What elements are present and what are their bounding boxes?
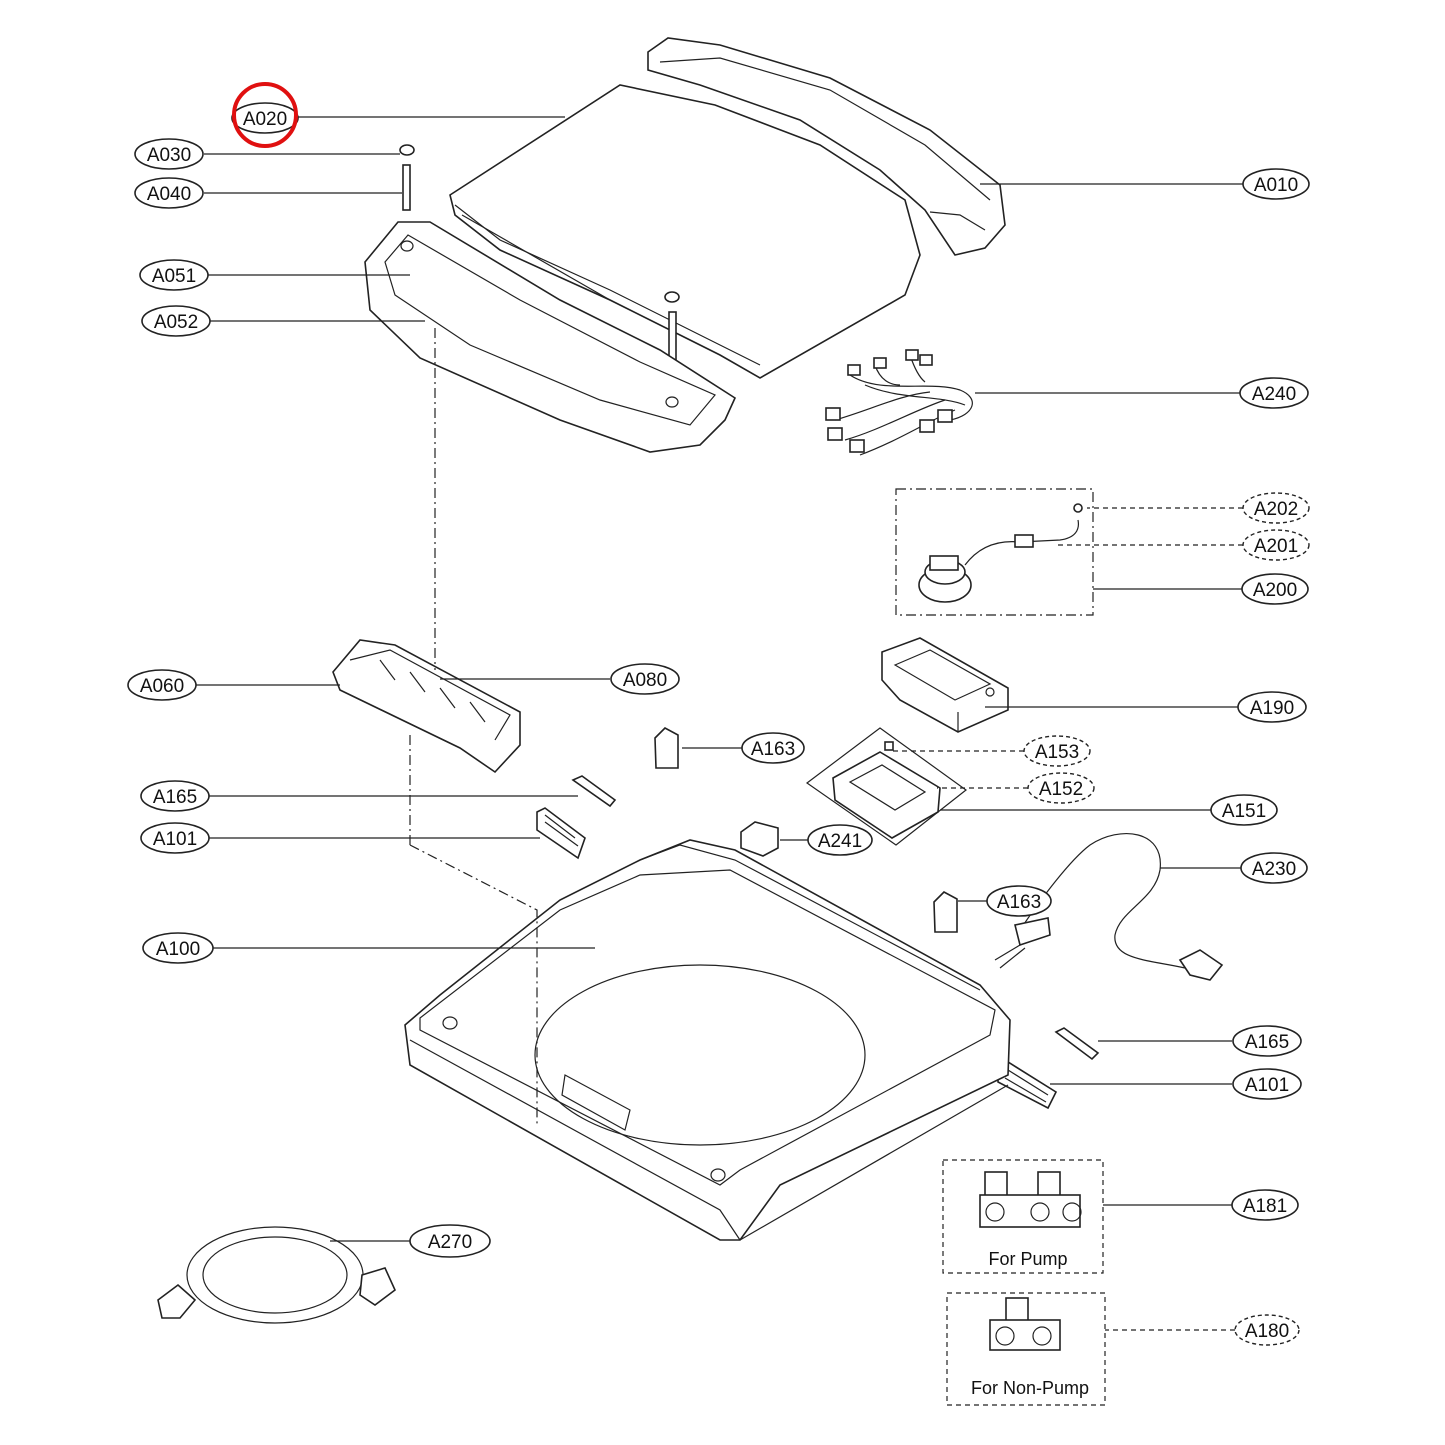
- part-a190-bracket: [881, 637, 1009, 733]
- leader-lines: [196, 116, 1243, 1331]
- label-a020: A020: [243, 109, 287, 130]
- part-a240-wire-harness: [825, 349, 973, 456]
- callout-a201[interactable]: A201: [1242, 529, 1310, 561]
- callout-a181[interactable]: A181: [1231, 1189, 1299, 1221]
- label-a101-left: A101: [153, 829, 197, 850]
- label-a010: A010: [1254, 175, 1298, 196]
- caption-for-pump: For Pump: [988, 1249, 1067, 1269]
- callout-a151[interactable]: A151: [1210, 794, 1278, 826]
- callout-a153[interactable]: A153: [1023, 735, 1091, 767]
- callout-a163-top[interactable]: A163: [741, 732, 805, 764]
- callout-a165-left[interactable]: A165: [140, 780, 210, 812]
- callout-a180[interactable]: A180: [1234, 1314, 1300, 1346]
- label-a101-right: A101: [1245, 1075, 1289, 1096]
- label-a230: A230: [1252, 859, 1296, 880]
- label-a100: A100: [156, 939, 200, 960]
- label-a165-left: A165: [153, 787, 197, 808]
- callout-a080[interactable]: A080: [610, 663, 680, 695]
- part-a200-pressure-switch-group: [895, 488, 1094, 616]
- label-a190: A190: [1250, 698, 1294, 719]
- label-a163-top: A163: [751, 739, 795, 760]
- label-a060: A060: [140, 676, 184, 697]
- callout-a163-mid[interactable]: A163: [986, 885, 1052, 917]
- label-a202: A202: [1254, 499, 1298, 520]
- part-a270-inlet-hose: [157, 1226, 396, 1324]
- highlight-circle: [232, 82, 298, 148]
- part-a181-inlet-valve-pump: For Pump: [942, 1159, 1104, 1274]
- label-a163-mid: A163: [997, 892, 1041, 913]
- label-a152: A152: [1039, 779, 1083, 800]
- part-a030-cap: [399, 144, 680, 303]
- part-a165-pin: [571, 775, 1100, 1061]
- callout-a052[interactable]: A052: [141, 305, 211, 337]
- label-a241: A241: [818, 831, 862, 852]
- callout-a190[interactable]: A190: [1237, 691, 1307, 723]
- callout-a020[interactable]: A020: [231, 82, 299, 148]
- caption-for-non-pump: For Non-Pump: [971, 1378, 1089, 1398]
- callout-a051[interactable]: A051: [139, 259, 209, 291]
- label-a240: A240: [1252, 384, 1296, 405]
- part-a180-inlet-valve-non-pump: For Non-Pump: [946, 1292, 1106, 1406]
- callout-a100[interactable]: A100: [142, 932, 214, 964]
- part-a051-a052-lid-frame: [364, 221, 737, 453]
- label-a080: A080: [623, 670, 667, 691]
- label-a180: A180: [1245, 1321, 1289, 1342]
- part-a241-connector: [740, 821, 779, 857]
- callout-a230[interactable]: A230: [1240, 852, 1308, 884]
- callout-a010[interactable]: A010: [1242, 168, 1310, 200]
- callout-a270[interactable]: A270: [409, 1224, 491, 1258]
- label-a200: A200: [1253, 580, 1297, 601]
- callout-a030[interactable]: A030: [134, 138, 204, 170]
- callout-a101-right[interactable]: A101: [1232, 1068, 1302, 1100]
- callout-a165-right[interactable]: A165: [1232, 1025, 1302, 1057]
- callout-a060[interactable]: A060: [127, 669, 197, 701]
- callout-a101-left[interactable]: A101: [140, 822, 210, 854]
- label-a051: A051: [152, 266, 196, 287]
- callout-a200[interactable]: A200: [1241, 573, 1309, 605]
- part-a040-screw: [402, 164, 677, 368]
- label-a030: A030: [147, 145, 191, 166]
- callout-a040[interactable]: A040: [134, 177, 204, 209]
- part-a060-pcb: [332, 639, 521, 774]
- label-a165-right: A165: [1245, 1032, 1289, 1053]
- label-a201: A201: [1254, 536, 1298, 557]
- callout-a241[interactable]: A241: [807, 824, 873, 856]
- part-a163-hinge: [654, 727, 958, 933]
- label-a052: A052: [154, 312, 198, 333]
- part-a151-dispenser: [805, 727, 967, 846]
- callout-a202[interactable]: A202: [1242, 492, 1310, 524]
- label-a040: A040: [147, 184, 191, 205]
- label-a153: A153: [1035, 742, 1079, 763]
- part-a230-power-cord: [994, 833, 1224, 981]
- callout-a240[interactable]: A240: [1239, 377, 1309, 409]
- part-a100-top-cover: [404, 839, 1011, 1241]
- part-a020-lid-panel: [449, 84, 921, 379]
- callout-a152[interactable]: A152: [1027, 772, 1095, 804]
- label-a181: A181: [1243, 1196, 1287, 1217]
- label-a270: A270: [428, 1232, 472, 1253]
- part-a010-rear-trim: [647, 37, 1006, 256]
- label-a151: A151: [1222, 801, 1266, 822]
- part-a101-grille: [536, 807, 1058, 1110]
